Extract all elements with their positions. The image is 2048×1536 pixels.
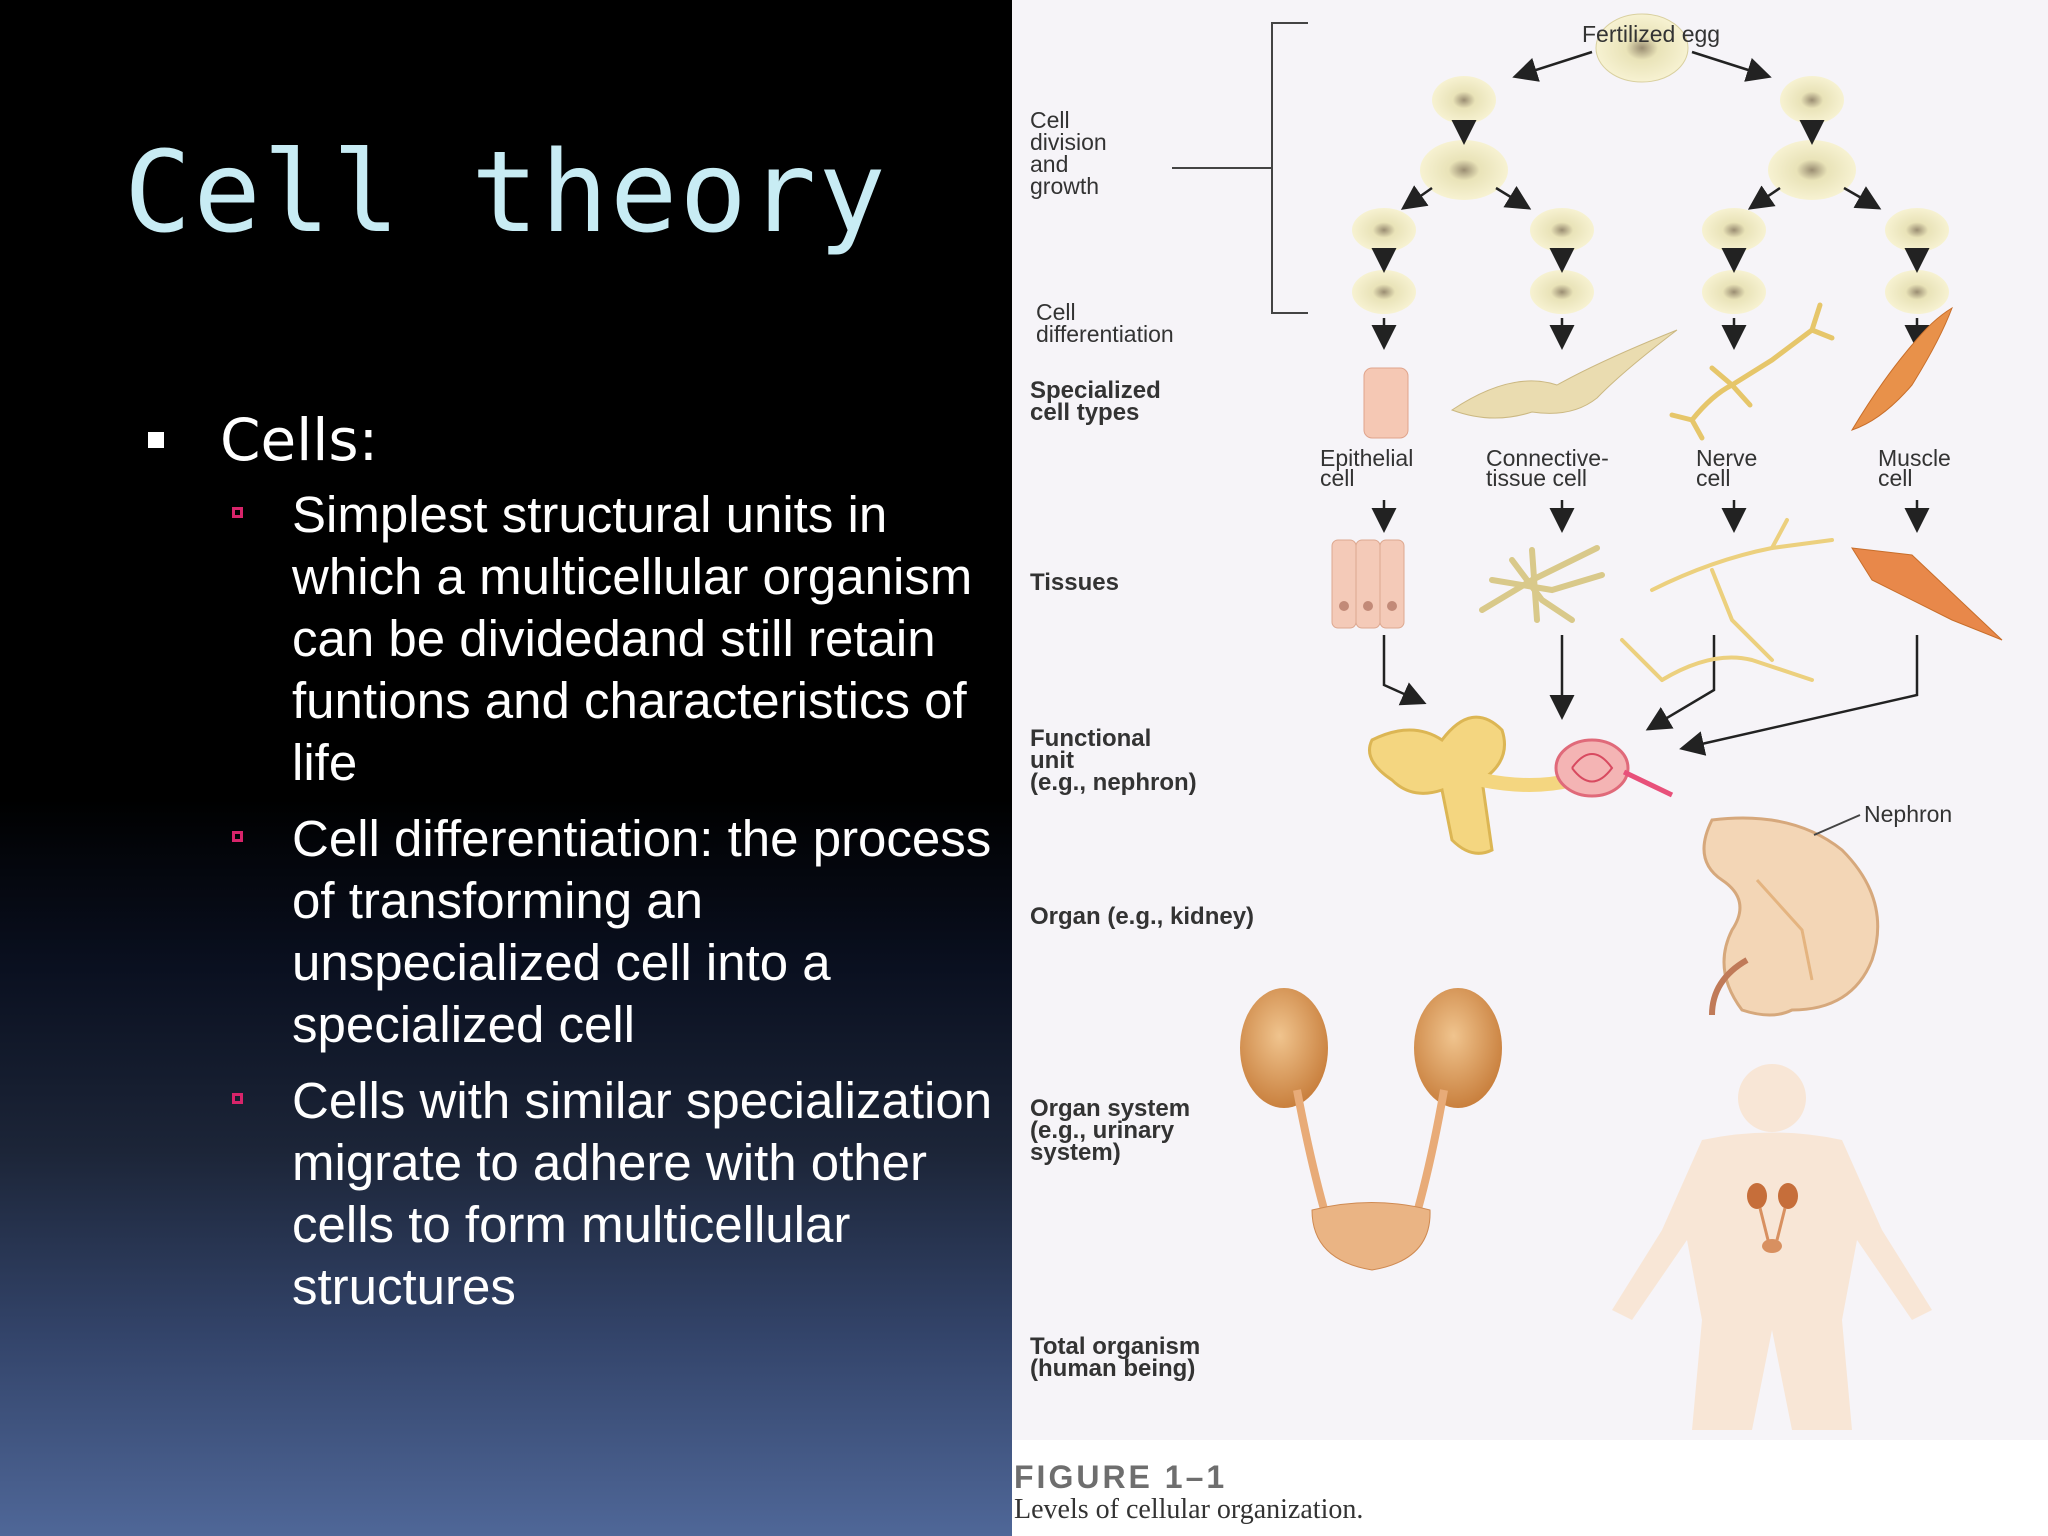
cell-type-label: cell xyxy=(1320,465,1355,491)
muscle-tissue xyxy=(1851,547,2003,641)
fertilized-egg-label: Fertilized egg xyxy=(1582,21,1720,47)
sub-bullet-text: Simplest structural units in which a mul… xyxy=(292,486,973,791)
connective-tissue-cell xyxy=(1450,329,1678,419)
nephron-label: Nephron xyxy=(1864,801,1952,827)
division-label-line: and xyxy=(1030,151,1068,177)
cell xyxy=(1530,270,1594,314)
functional-label-line: Functional xyxy=(1030,725,1151,752)
nervous-tissue xyxy=(1620,518,1834,682)
nephron xyxy=(1368,715,1674,855)
epithelial-cell xyxy=(1363,367,1409,439)
cell xyxy=(1702,208,1766,252)
differentiation-label-line: differentiation xyxy=(1036,321,1174,347)
cell-division-tree xyxy=(1352,13,1949,314)
stage-bracket xyxy=(1172,22,1308,314)
growing-cell xyxy=(1768,140,1856,200)
cell xyxy=(1352,270,1416,314)
cell xyxy=(1885,270,1949,314)
nerve-cell xyxy=(1669,302,1835,441)
hollow-square-bullet-icon xyxy=(232,507,243,518)
sub-bullet: Cells with similar specialization migrat… xyxy=(140,1070,1010,1318)
figure-caption-text: Levels of cellular organization. xyxy=(1014,1494,1363,1525)
arrows xyxy=(1371,50,1930,756)
human-body xyxy=(1612,1064,1932,1430)
cell-type-label: cell xyxy=(1878,465,1913,491)
tissues-label: Tissues xyxy=(1030,569,1119,596)
daughter-cell xyxy=(1780,76,1844,124)
urinary-system xyxy=(1240,988,1502,1271)
figure-illustration: Fertilized egg Cell division and growth … xyxy=(1012,13,2048,1536)
sub-bullet-list: Simplest structural units in which a mul… xyxy=(140,484,1010,1318)
sub-bullet-text: Cell differentiation: the process of tra… xyxy=(292,810,992,1053)
cell-type-label: cell xyxy=(1696,465,1731,491)
cell-type-label: Connective- xyxy=(1486,445,1609,471)
bullet-text: Cells: xyxy=(220,406,379,474)
square-bullet-icon xyxy=(148,432,164,448)
functional-label-line: (e.g., nephron) xyxy=(1030,769,1197,796)
cell xyxy=(1352,208,1416,252)
slide-title: Cell theory xyxy=(124,128,888,258)
hollow-square-bullet-icon xyxy=(232,831,243,842)
organ-label: Organ (e.g., kidney) xyxy=(1030,903,1254,930)
cell xyxy=(1702,270,1766,314)
sub-bullet-text: Cells with similar specialization migrat… xyxy=(292,1072,993,1315)
cell-type-label: Epithelial xyxy=(1320,445,1413,471)
caption-band xyxy=(1012,1440,2048,1536)
connective-tissue xyxy=(1479,545,1605,623)
cell-type-label: Muscle xyxy=(1878,445,1951,471)
sub-bullet: Cell differentiation: the process of tra… xyxy=(140,808,1010,1056)
specialized-label-line: cell types xyxy=(1030,399,1139,426)
cell xyxy=(1885,208,1949,252)
organ-system-label-line: Organ system xyxy=(1030,1095,1190,1122)
hollow-square-bullet-icon xyxy=(232,1093,243,1104)
daughter-cell xyxy=(1432,76,1496,124)
total-organism-label-line: Total organism xyxy=(1030,1333,1200,1360)
figure-caption-title: FIGURE 1–1 xyxy=(1014,1459,1227,1495)
division-label-line: growth xyxy=(1030,173,1099,199)
organ-system-label-line: (e.g., urinary xyxy=(1030,1117,1175,1144)
growing-cell xyxy=(1420,140,1508,200)
division-label-line: Cell xyxy=(1030,107,1070,133)
bullet-cells: Cells: xyxy=(140,400,1010,480)
tissues xyxy=(1331,518,2003,682)
cell-type-label: Nerve xyxy=(1696,445,1757,471)
muscle-cell xyxy=(1850,306,1953,431)
specialized-label-line: Specialized xyxy=(1030,377,1161,404)
total-organism-label-line: (human being) xyxy=(1030,1355,1195,1382)
fertilized-egg-cell xyxy=(1595,13,1689,83)
organ-system-label-line: system) xyxy=(1030,1139,1121,1166)
cell-type-label: tissue cell xyxy=(1486,465,1587,491)
specialized-cells xyxy=(1363,302,1953,441)
division-label-line: division xyxy=(1030,129,1107,155)
cell-organization-figure: Fertilized egg Cell division and growth … xyxy=(1012,0,2048,1536)
epithelial-tissue xyxy=(1331,539,1405,629)
kidney-cross-section xyxy=(1702,814,1880,1017)
functional-label-line: unit xyxy=(1030,747,1074,774)
differentiation-label-line: Cell xyxy=(1036,299,1076,325)
cell xyxy=(1530,208,1594,252)
bullet-list: Cells: Simplest structural units in whic… xyxy=(140,400,1010,1332)
sub-bullet: Simplest structural units in which a mul… xyxy=(140,484,1010,794)
